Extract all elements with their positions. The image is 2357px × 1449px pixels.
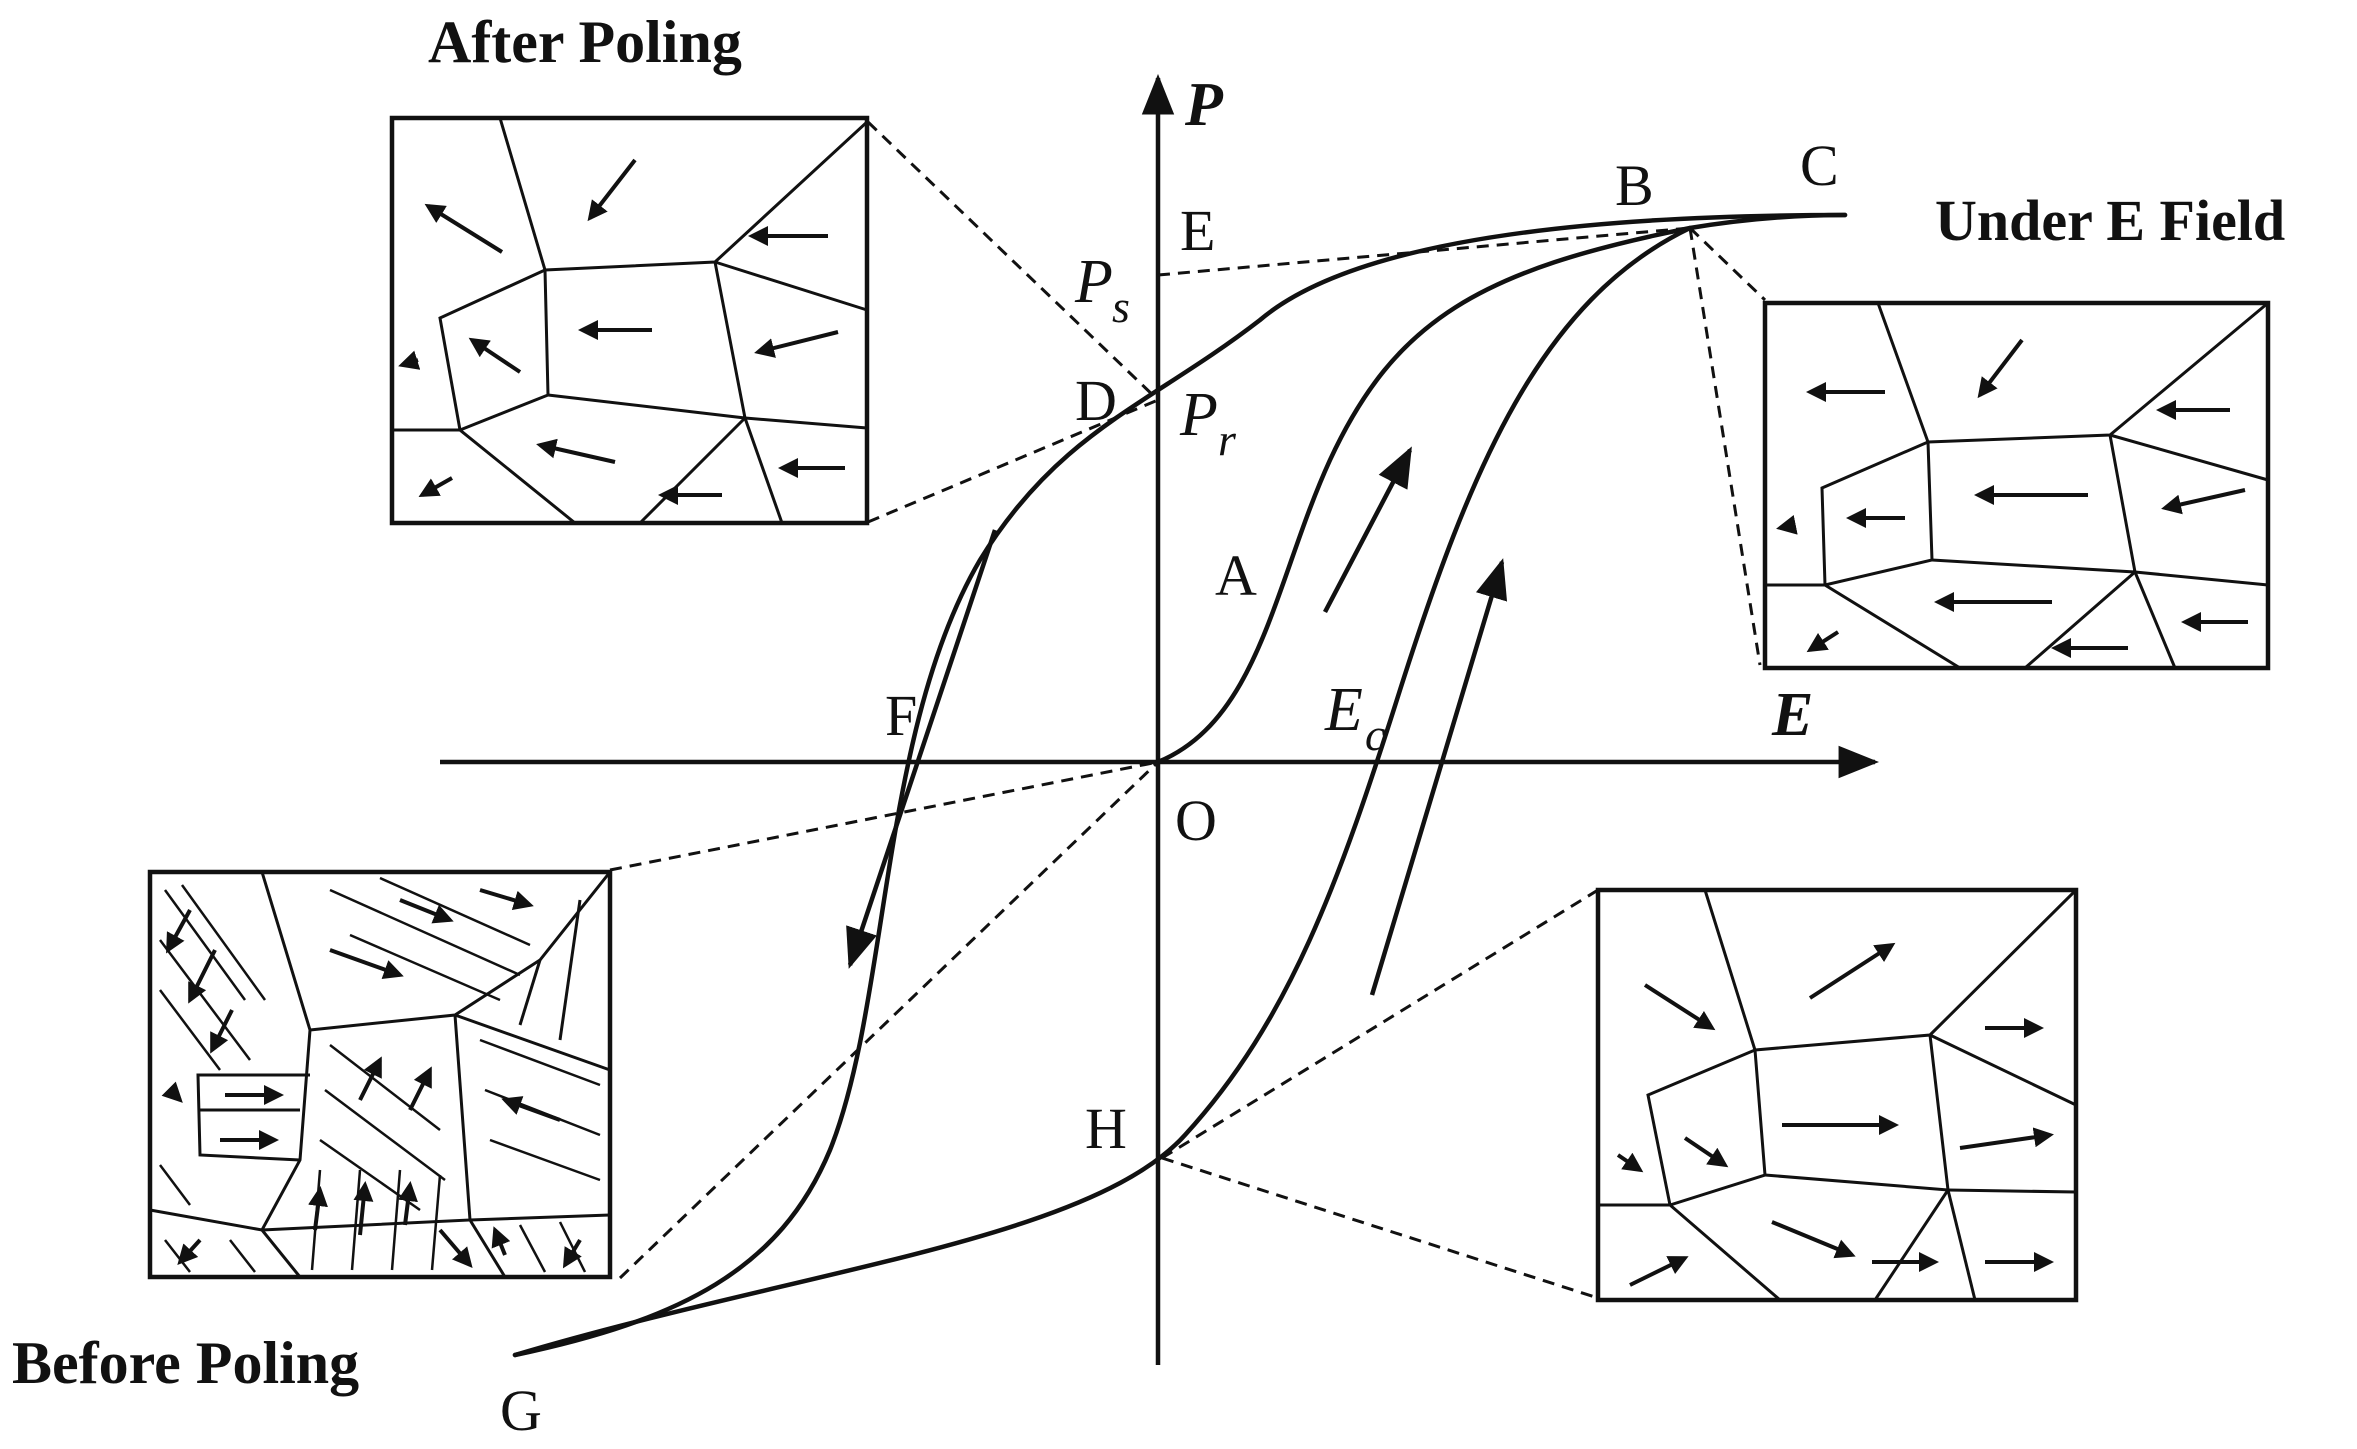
ps-symbol-sub: s xyxy=(1112,281,1130,332)
arrow-lower-up xyxy=(1369,558,1508,996)
point-label-c: C xyxy=(1800,133,1839,198)
pr-symbol-sub: r xyxy=(1218,414,1237,465)
title-after-poling: After Poling xyxy=(428,9,742,75)
pr-symbol-main: P xyxy=(1179,381,1218,449)
initial-curve xyxy=(1155,225,1693,765)
before-conn-bot xyxy=(618,760,1160,1280)
title-before-poling: Before Poling xyxy=(12,1330,359,1396)
e-axis-label: E xyxy=(1771,681,1813,749)
h-conn-top xyxy=(1161,888,1599,1160)
point-label-e: E xyxy=(1180,198,1215,263)
after-conn-top xyxy=(866,120,1160,402)
p-axis-label: P xyxy=(1184,71,1224,139)
upper-branch xyxy=(512,212,1848,1358)
point-label-d: D xyxy=(1075,368,1117,433)
ec-symbol: E c xyxy=(1324,676,1385,760)
arrow-upper-down xyxy=(846,529,998,969)
ps-symbol-main: P xyxy=(1074,248,1113,316)
point-label-a: A xyxy=(1215,543,1257,608)
field-conn-bot xyxy=(1688,227,1762,666)
after-conn-bot xyxy=(867,398,1159,524)
ps-symbol: P s xyxy=(1074,248,1130,332)
h-state-inset xyxy=(1595,887,2079,1303)
ec-symbol-main: E xyxy=(1324,676,1363,744)
point-label-f: F xyxy=(885,683,917,748)
after-poling-inset xyxy=(389,115,870,526)
arrow-initial-up xyxy=(1323,446,1412,614)
point-label-h: H xyxy=(1085,1096,1127,1161)
before-poling-inset xyxy=(147,869,613,1280)
under-field-inset xyxy=(1762,300,2271,671)
point-label-b: B xyxy=(1615,153,1654,218)
h-conn-bot xyxy=(1161,1156,1599,1300)
title-under-field: Under E Field xyxy=(1935,188,2285,253)
ec-symbol-sub: c xyxy=(1365,709,1385,760)
field-conn-top xyxy=(1688,226,1767,302)
pr-symbol: P r xyxy=(1179,381,1237,465)
before-conn-top xyxy=(609,760,1159,872)
point-label-o: O xyxy=(1175,788,1217,853)
point-label-g: G xyxy=(500,1378,542,1443)
ps-dash xyxy=(1157,226,1691,277)
